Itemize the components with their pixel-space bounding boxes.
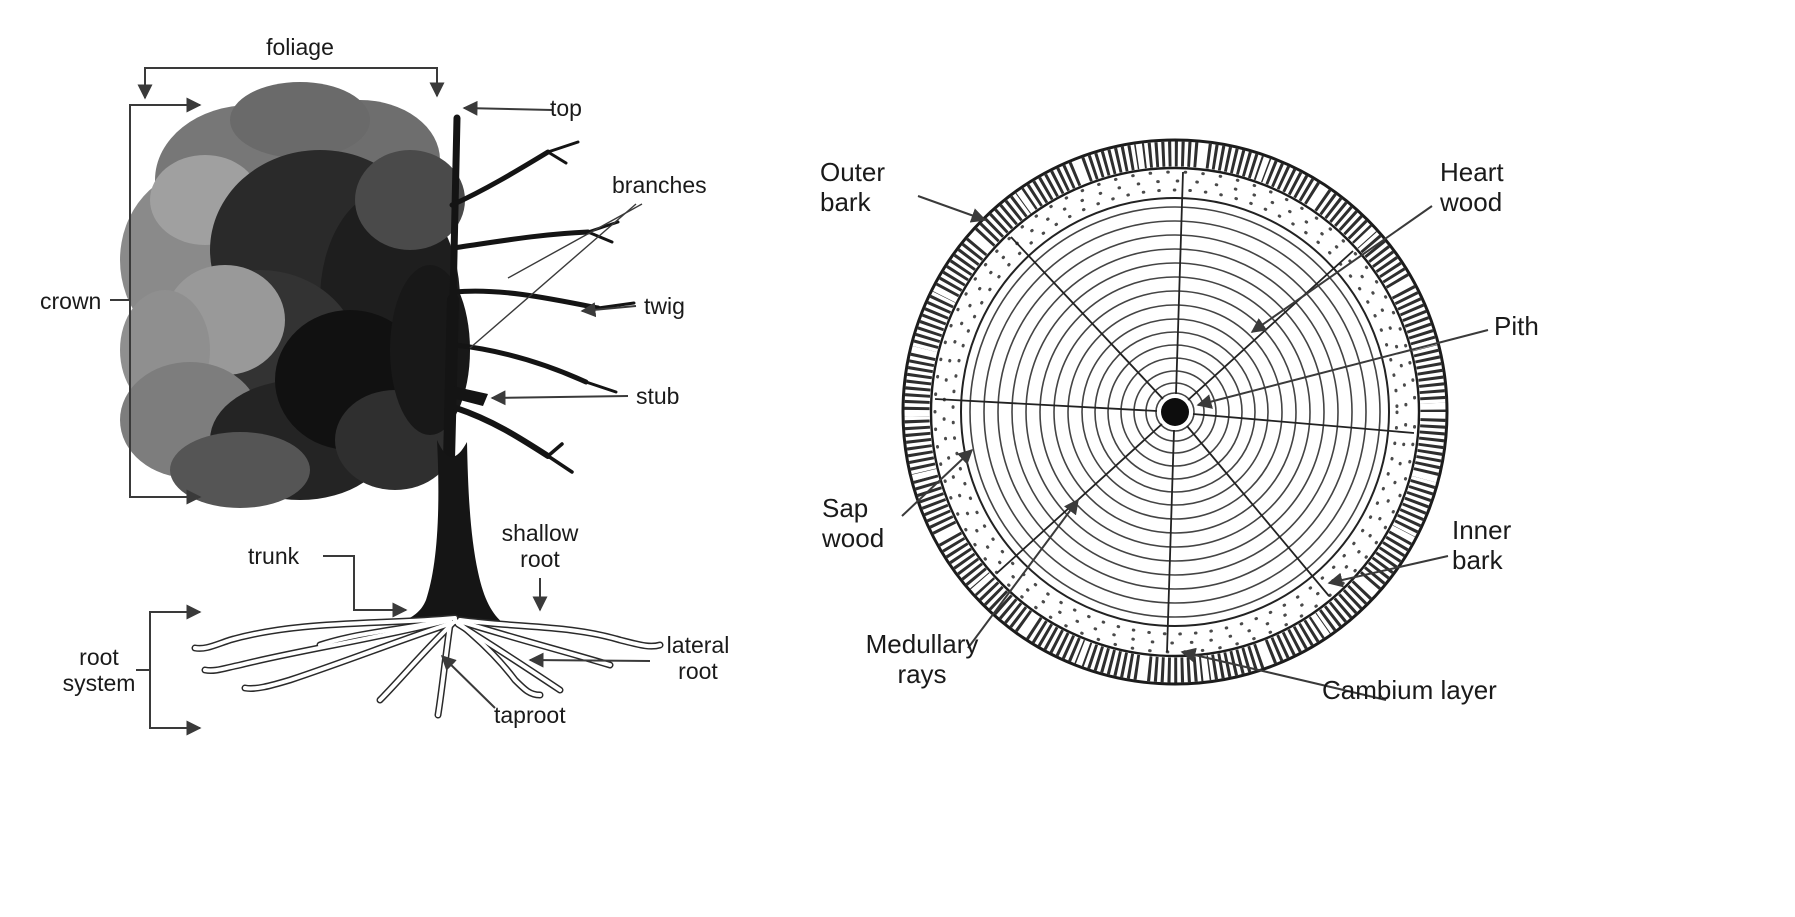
trunk-connector — [323, 555, 408, 618]
lateral-root-arrow — [528, 652, 651, 668]
label-inner-bark: Inner bark — [1452, 515, 1512, 575]
tree-trunk-shape — [400, 440, 504, 624]
label-cambium-layer: Cambium layer — [1322, 675, 1497, 705]
label-trunk: trunk — [248, 543, 300, 569]
tree-illustration — [110, 67, 664, 736]
branches-line-2 — [507, 203, 643, 279]
cambium-ring — [960, 197, 1390, 627]
label-crown: crown — [40, 288, 102, 314]
label-outer-bark: Outer bark — [820, 157, 886, 217]
medullary-rays-arrow — [967, 498, 1079, 649]
label-stub: stub — [636, 383, 680, 409]
heart-wood-arrow — [1250, 205, 1433, 333]
outer-bark-arrow — [917, 195, 987, 223]
pith-dot — [1161, 398, 1189, 426]
tree-stub — [452, 386, 488, 406]
growth-rings — [969, 206, 1381, 618]
foliage-bracket — [137, 67, 445, 100]
twig-arrow — [580, 302, 637, 318]
label-branches: branches — [612, 172, 707, 198]
label-foliage: foliage — [266, 34, 334, 60]
tree-roots — [191, 614, 664, 719]
inner-bark-ring — [933, 170, 1417, 654]
cross-section-illustration — [901, 138, 1489, 701]
cross-section-callouts — [901, 195, 1489, 701]
pith-arrow — [1196, 329, 1489, 409]
label-medullary-rays: Medullary rays — [865, 629, 979, 689]
top-arrow — [462, 100, 553, 116]
label-lateral-root: lateral root — [666, 632, 730, 685]
tree-canopy — [120, 82, 470, 508]
label-taproot: taproot — [494, 702, 566, 728]
inner-bark-arrow — [1327, 555, 1449, 588]
label-twig: twig — [644, 293, 685, 319]
taproot-arrow — [440, 654, 496, 709]
label-pith: Pith — [1494, 311, 1539, 341]
cambium-layer-arrow — [1180, 647, 1387, 701]
stub-arrow — [490, 390, 629, 406]
branches-line-1 — [469, 203, 637, 349]
tree-callouts — [110, 67, 651, 736]
label-heart-wood: Heart wood — [1440, 157, 1504, 217]
label-top: top — [550, 95, 582, 121]
label-root-system: root system — [62, 644, 136, 697]
label-sap-wood: Sap wood — [822, 493, 885, 553]
outer-bark-ring — [901, 138, 1449, 686]
medullary-rays-lines — [934, 171, 1415, 653]
root-system-bracket — [149, 604, 202, 736]
label-shallow-root: shallow root — [501, 520, 579, 573]
sap-wood-arrow — [901, 448, 974, 517]
